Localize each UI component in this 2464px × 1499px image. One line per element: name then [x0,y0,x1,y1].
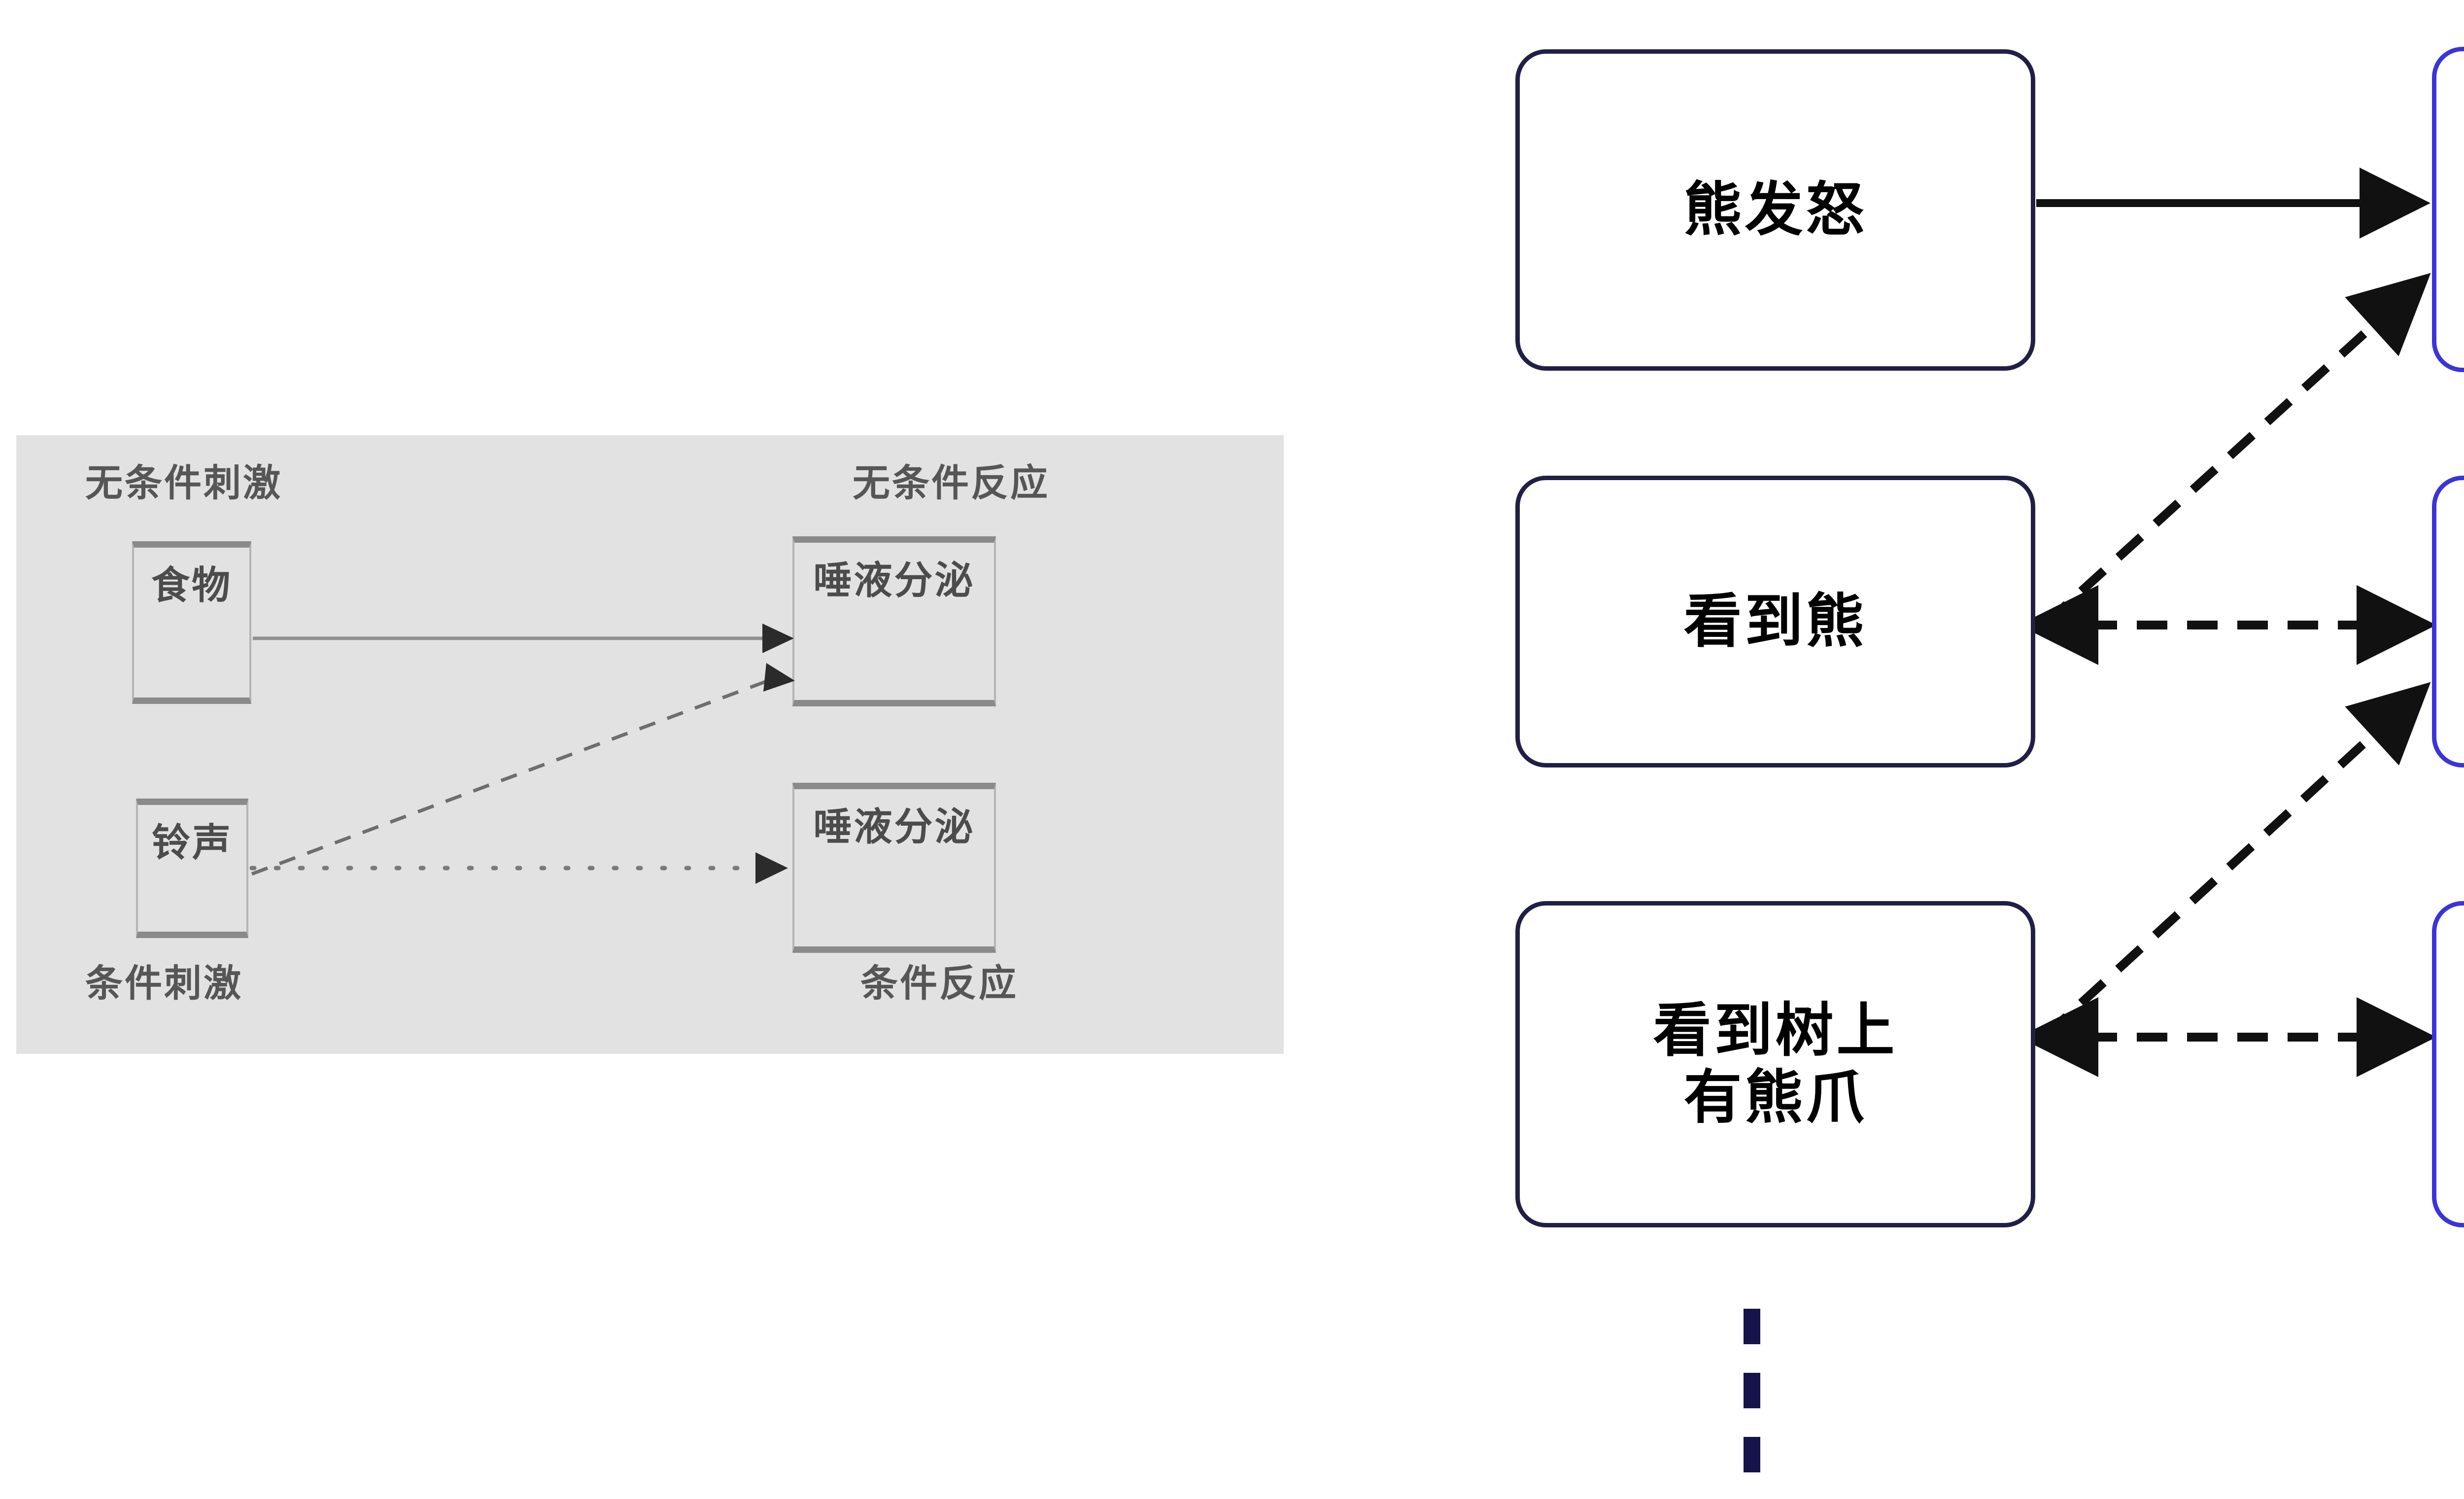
label-conditioned-stimulus: 条件刺激 [85,961,243,1005]
rl-td-diagram: 熊发怒 看到熊 看到树上 有熊爪 奖励 V(s′) V(s) [1331,0,2464,1499]
box-bell: 铃声 [136,799,248,938]
box-see-bear: 看到熊 [1515,476,2035,767]
box-conditioned-salivation-label: 唾液分泌 [813,805,975,849]
classical-conditioning-arrows [249,624,795,884]
box-food-label: 食物 [151,563,232,608]
arrow-see-claw-to-v-s-prime [2041,682,2431,1041]
arrow-see-bear-to-reward [2041,273,2431,628]
box-v-s: V(s) [2432,901,2464,1227]
arrow-food-to-salivation [253,624,794,653]
rl-diagram-arrows [2019,168,2436,1077]
box-see-claw-line2: 有熊爪 [1683,1063,1867,1131]
box-see-claw-on-tree: 看到树上 有熊爪 [1515,901,2035,1227]
box-food: 食物 [132,541,251,704]
box-bear-angry-label: 熊发怒 [1683,175,1867,244]
ellipsis-dot [1744,1373,1760,1408]
box-see-claw-line1: 看到树上 [1653,996,1898,1065]
box-unconditioned-salivation-label: 唾液分泌 [813,558,975,603]
box-v-s-prime: V(s′) [2432,476,2464,767]
ellipsis-dot [1744,1437,1760,1472]
box-bell-label: 铃声 [151,821,233,865]
label-conditioned-response: 条件反应 [860,961,1018,1005]
classical-conditioning-panel: 无条件刺激 无条件反应 条件刺激 条件反应 食物 铃声 唾液分泌 唾液分泌 [16,435,1284,1054]
arrow-bell-to-conditioned-salivation [249,852,788,884]
box-reward: 奖励 [2432,47,2464,372]
arrow-bell-to-unconditioned-salivation [251,663,795,876]
box-unconditioned-salivation: 唾液分泌 [792,536,996,706]
box-see-bear-label: 看到熊 [1683,587,1867,656]
label-unconditioned-response: 无条件反应 [853,461,1050,505]
ellipsis-dot [1744,1309,1760,1344]
ellipsis-states [1744,1309,1760,1472]
box-conditioned-salivation: 唾液分泌 [792,783,996,953]
label-unconditioned-stimulus: 无条件刺激 [85,461,282,505]
box-bear-angry: 熊发怒 [1515,49,2035,371]
